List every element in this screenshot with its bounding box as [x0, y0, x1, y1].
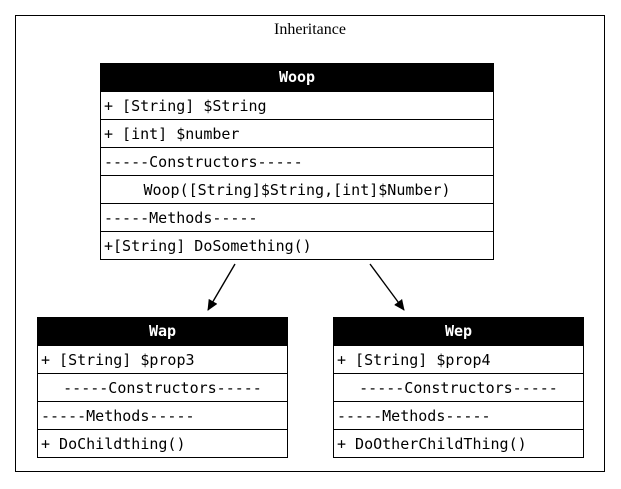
- constructors-separator: -----Constructors-----: [334, 373, 583, 401]
- class-name: Wap: [38, 318, 287, 345]
- class-name: Woop: [101, 64, 493, 91]
- methods-separator: -----Methods-----: [38, 401, 287, 429]
- methods-separator: -----Methods-----: [101, 203, 493, 231]
- arrow-woop-to-wep: [369, 263, 405, 311]
- method-row: + DoOtherChildThing(): [334, 429, 583, 457]
- class-woop[interactable]: Woop + [String] $String + [int] $number …: [100, 63, 494, 260]
- diagram-title: Inheritance: [274, 21, 346, 38]
- constructors-separator: -----Constructors-----: [38, 373, 287, 401]
- property-row: + [String] $String: [101, 91, 493, 119]
- property-row: + [String] $prop3: [38, 345, 287, 373]
- class-wep[interactable]: Wep + [String] $prop4 -----Constructors-…: [333, 317, 584, 458]
- methods-separator: -----Methods-----: [334, 401, 583, 429]
- class-name: Wep: [334, 318, 583, 345]
- diagram-frame: Inheritance: [15, 15, 605, 472]
- constructor-row: Woop([String]$String,[int]$Number): [101, 175, 493, 203]
- property-row: + [int] $number: [101, 119, 493, 147]
- method-row: +[String] DoSomething(): [101, 231, 493, 259]
- class-wap[interactable]: Wap + [String] $prop3 -----Constructors-…: [37, 317, 288, 458]
- constructors-separator: -----Constructors-----: [101, 147, 493, 175]
- method-row: + DoChildthing(): [38, 429, 287, 457]
- property-row: + [String] $prop4: [334, 345, 583, 373]
- arrow-woop-to-wap: [207, 263, 236, 311]
